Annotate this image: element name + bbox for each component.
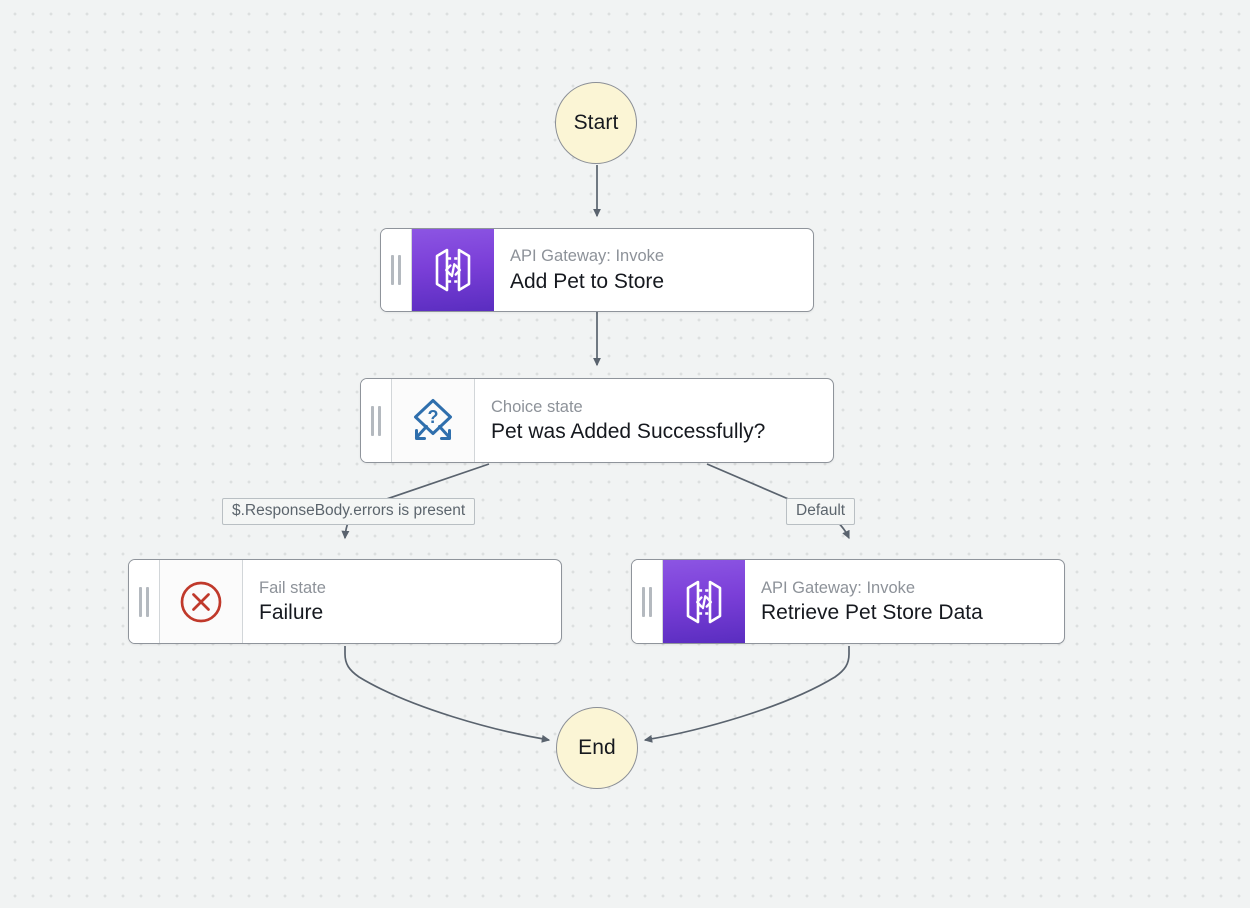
end-node[interactable]: End: [556, 707, 638, 789]
drag-handle-bar: [371, 405, 374, 436]
choice-diamond-icon: ?: [392, 379, 475, 462]
edge-label-default: Default: [786, 498, 856, 525]
api-gateway-icon: [663, 560, 745, 643]
drag-handle-bar: [146, 586, 149, 617]
drag-handle[interactable]: [381, 229, 412, 311]
edge-label-errors-present: $.ResponseBody.errors is present: [222, 498, 476, 525]
drag-handle[interactable]: [129, 560, 160, 643]
drag-handle-bar: [398, 255, 401, 285]
state-node-pet-was-added-successfully[interactable]: ? Choice state Pet was Added Successfull…: [360, 378, 834, 463]
drag-handle-bar: [391, 255, 394, 285]
state-node-add-pet-to-store[interactable]: API Gateway: Invoke Add Pet to Store: [380, 228, 814, 312]
state-text: Choice state Pet was Added Successfully?: [475, 379, 833, 462]
state-type-label: Fail state: [259, 578, 326, 597]
state-text: API Gateway: Invoke Retrieve Pet Store D…: [745, 560, 1064, 643]
state-node-retrieve-pet-store-data[interactable]: API Gateway: Invoke Retrieve Pet Store D…: [631, 559, 1065, 644]
drag-handle-bar: [642, 586, 645, 617]
end-label: End: [578, 736, 616, 759]
state-type-label: API Gateway: Invoke: [761, 578, 916, 597]
state-text: Fail state Failure: [243, 560, 561, 643]
state-title-label: Failure: [259, 601, 324, 625]
svg-text:?: ?: [428, 407, 439, 427]
state-title-label: Pet was Added Successfully?: [491, 420, 766, 444]
drag-handle[interactable]: [632, 560, 663, 643]
drag-handle-bar: [378, 405, 381, 436]
start-label: Start: [573, 111, 619, 134]
state-text: API Gateway: Invoke Add Pet to Store: [494, 229, 813, 311]
state-title-label: Retrieve Pet Store Data: [761, 601, 983, 625]
drag-handle-bar: [649, 586, 652, 617]
state-type-label: Choice state: [491, 397, 583, 416]
state-type-label: API Gateway: Invoke: [510, 247, 665, 266]
state-node-failure[interactable]: Fail state Failure: [128, 559, 562, 644]
fail-circle-x-icon: [160, 560, 243, 643]
start-node[interactable]: Start: [555, 82, 637, 164]
drag-handle-bar: [139, 586, 142, 617]
edge-failure-to-end: [344, 646, 551, 743]
drag-handle[interactable]: [361, 379, 392, 462]
state-title-label: Add Pet to Store: [510, 269, 665, 293]
api-gateway-icon: [412, 229, 494, 311]
edge-retrieve-to-end: [643, 646, 850, 743]
